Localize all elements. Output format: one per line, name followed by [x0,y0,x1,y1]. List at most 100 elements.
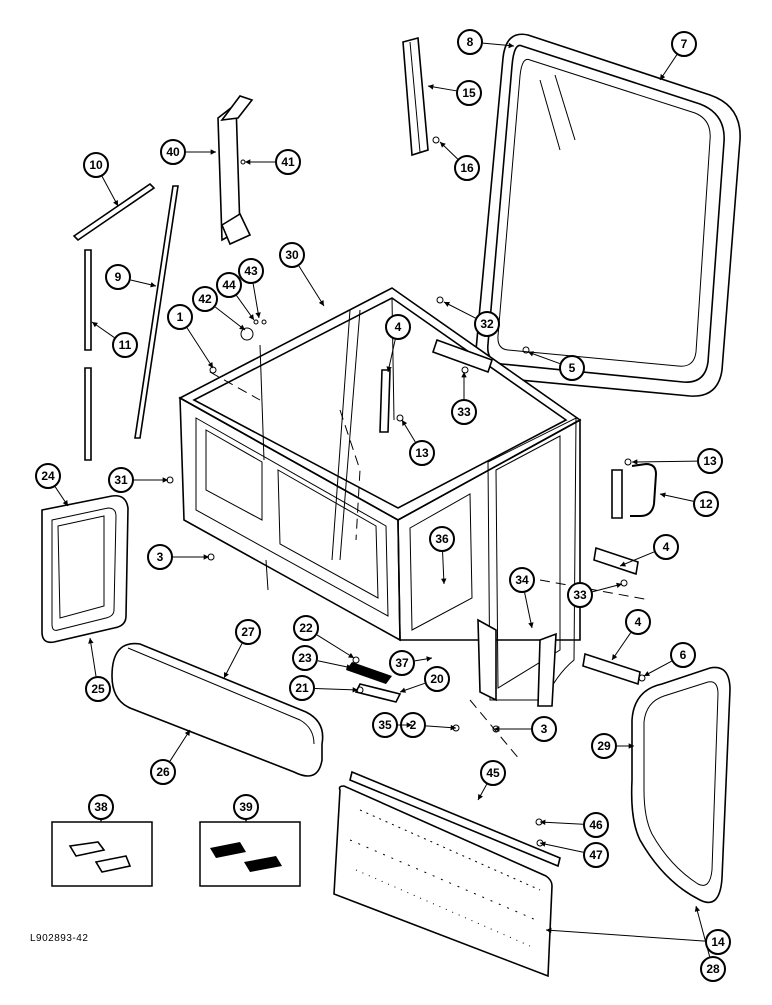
callout-circle [293,615,319,641]
callout-number: 30 [285,248,299,262]
callout-32: 32 [443,301,500,337]
callout-circle [509,567,535,593]
callout-number: 4 [663,540,670,554]
callout-24: 24 [35,463,69,507]
callout-number: 44 [222,278,236,292]
callout-arrowhead [224,672,229,678]
callout-circle [454,155,480,181]
callout-arrowhead [210,149,216,155]
callout-number: 21 [295,681,309,695]
callout-number: 16 [460,161,474,175]
callout-circle [279,242,305,268]
callout-number: 6 [680,648,687,662]
callout-number: 26 [156,765,170,779]
callout-circle [583,812,609,838]
callout-circle [653,534,679,560]
callout-circle [150,759,176,785]
callout-arrowhead [478,794,483,800]
callout-leader [101,176,119,207]
callout-arrowhead [628,743,634,749]
callout-number: 38 [94,800,108,814]
callout-arrowhead [245,159,251,165]
callout-38: 38 [88,794,114,822]
callout-circle [108,467,134,493]
callout-circle [409,440,435,466]
callout-36: 36 [429,526,455,585]
callout-8: 8 [457,29,515,55]
callout-16: 16 [439,141,480,181]
callout-arrowhead [441,578,447,584]
callout-leader [545,929,706,942]
callout-leader [252,283,260,319]
callout-arrowhead [406,722,412,728]
callout-arrowhead [207,362,213,368]
callout-arrowhead [450,724,456,731]
callout-10: 10 [83,152,119,207]
callout-arrowhead [150,282,156,288]
callout-number: 29 [597,739,611,753]
callout-circle [235,619,261,645]
side-window [41,494,129,644]
callout-circle [83,152,109,178]
callout-21: 21 [289,675,359,701]
callout-arrowhead [400,687,406,693]
callout-number: 28 [706,962,720,976]
callout-arrowhead [426,656,432,662]
callout-leader [631,460,698,463]
callout-circle [167,304,193,330]
callout-arrowhead [694,906,701,912]
callout-arrowhead [352,687,358,693]
callout-number: 43 [244,264,258,278]
callout-47: 47 [539,841,609,868]
callout-number: 8 [467,35,474,49]
callout-circle [85,676,111,702]
callout-arrowhead [255,312,261,318]
callout-arrowhead [508,42,514,49]
callout-37: 37 [389,650,433,676]
callout-arrowhead [660,74,666,80]
callout-number: 39 [239,800,253,814]
callout-arrowhead [546,927,552,934]
callout-number: 3 [541,722,548,736]
callout-number: 15 [462,86,476,100]
callout-circle [625,609,651,635]
callout-arrowhead [440,142,446,148]
callout-circle [292,645,318,671]
callout-3: 3 [147,544,209,570]
callout-number: 40 [166,145,180,159]
callout-number: 33 [573,588,587,602]
callout-arrowhead [616,582,622,588]
callout-number: 12 [699,497,713,511]
callout-circle [160,139,186,165]
callout-leader [611,632,632,661]
callout-arrowhead [428,84,434,90]
callout-arrowhead [540,841,546,847]
callout-arrowhead [612,654,618,660]
callout-circle [451,399,477,425]
callout-39: 39 [233,794,259,822]
callout-circle [456,80,482,106]
callout-arrowhead [348,652,354,658]
callout-arrowhead [620,561,626,567]
callout-4: 4 [619,534,679,567]
callout-number: 11 [119,338,132,352]
callout-leader [214,306,246,331]
rear-window-glass [475,33,741,397]
lower-panel [111,642,324,777]
small-plates [346,656,402,703]
callout-circle [216,272,242,298]
callout-circle [112,332,138,358]
callout-circle [424,666,450,692]
callout-12: 12 [659,491,719,517]
callout-number: 36 [435,532,449,546]
callout-circle [697,448,723,474]
callout-number: 20 [430,672,444,686]
callout-circle [700,956,726,982]
callout-circle [480,760,506,786]
callout-circle [192,286,218,312]
callout-number: 45 [486,766,500,780]
callout-number: 34 [515,573,529,587]
callout-41: 41 [245,149,301,175]
callout-arrowhead [92,322,98,328]
